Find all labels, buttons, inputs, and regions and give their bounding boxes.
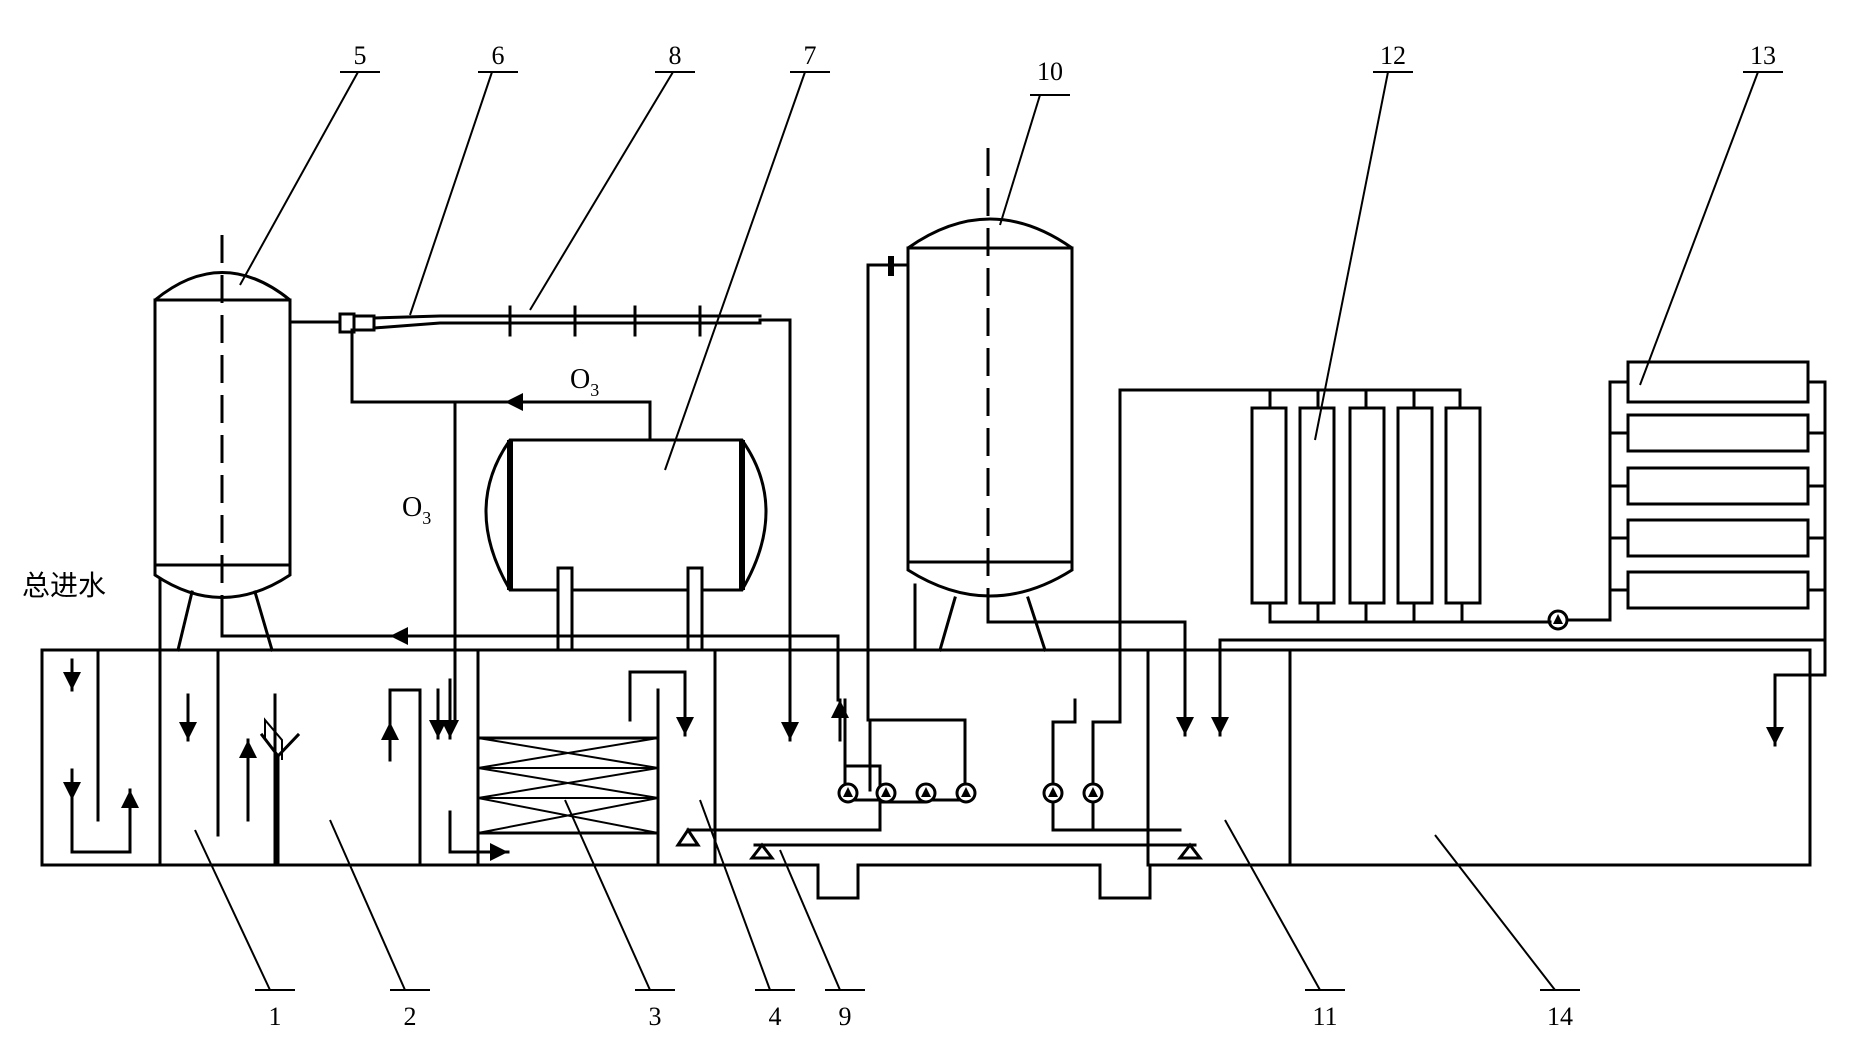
- label-5: 5: [354, 41, 367, 70]
- label-7: 7: [804, 41, 817, 70]
- pump-distributors: [675, 698, 1204, 860]
- filter-cartridge: [1444, 406, 1482, 605]
- pump-icon: [837, 782, 859, 804]
- filter-cartridge: [1626, 518, 1810, 558]
- filter-cartridge: [1626, 413, 1810, 453]
- pump-icon: [1082, 782, 1104, 804]
- filter-bank-13: [1211, 360, 1827, 747]
- filter-cartridge: [1348, 406, 1386, 605]
- pump-icon: [915, 782, 937, 804]
- label-9: 9: [839, 1002, 852, 1031]
- filter-cartridge: [1626, 466, 1810, 506]
- label-2: 2: [404, 1002, 417, 1031]
- tank5-return-line: [220, 626, 840, 702]
- label-12: 12: [1380, 41, 1406, 70]
- label-10: 10: [1037, 57, 1063, 86]
- label-3: 3: [649, 1002, 662, 1031]
- pump-icon: [1042, 782, 1064, 804]
- label-6: 6: [492, 41, 505, 70]
- main-tank: [40, 648, 1812, 900]
- ozone-label-main: O3: [570, 364, 599, 400]
- pump-icon: [955, 782, 977, 804]
- ozone-feed-lines: [350, 328, 652, 740]
- filter-cartridge: [1298, 406, 1336, 605]
- tank-10: [866, 148, 1194, 737]
- compartment-1-baffles: [63, 648, 220, 854]
- filter-bank-12: [1118, 380, 1612, 624]
- filter-cartridge: [1626, 360, 1810, 404]
- ozone-generator-7: [484, 438, 768, 652]
- pump-icon: [1547, 609, 1569, 631]
- filter-cartridge: [1396, 406, 1434, 605]
- ozone-label-side: O3: [402, 492, 431, 528]
- media-filter-bed: [476, 670, 694, 867]
- label-11: 11: [1312, 1002, 1337, 1031]
- ozone-injector: [288, 305, 799, 742]
- filter-cartridge: [1626, 570, 1810, 610]
- tank-5: [153, 235, 292, 652]
- label-1: 1: [269, 1002, 282, 1031]
- label-13: 13: [1750, 41, 1776, 70]
- compartment-2-internals: [239, 688, 510, 867]
- pump-icon: [875, 782, 897, 804]
- label-14: 14: [1547, 1002, 1573, 1031]
- filter-cartridge: [1250, 406, 1288, 605]
- label-4: 4: [769, 1002, 782, 1031]
- label-8: 8: [669, 41, 682, 70]
- right-pump-risers: [1051, 393, 1182, 832]
- inlet-label: 总进水: [22, 569, 106, 602]
- leader-lines: [194, 71, 1783, 991]
